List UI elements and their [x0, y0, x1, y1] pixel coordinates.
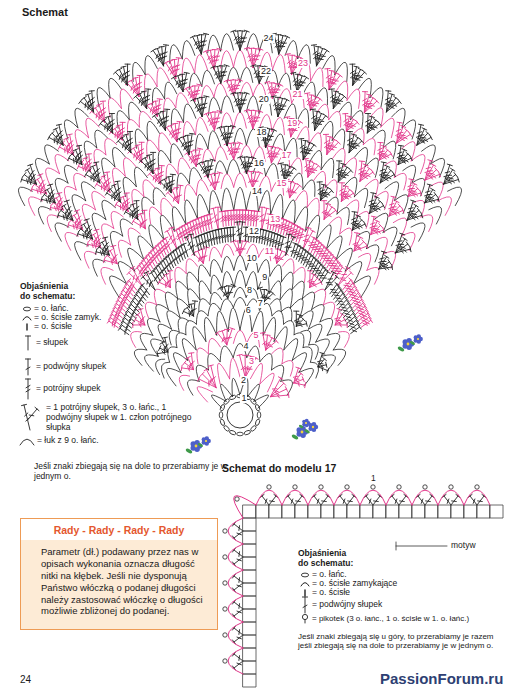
- chart-title: Schemat: [22, 6, 68, 19]
- flower-center: [205, 440, 207, 442]
- row-number: 1: [240, 394, 247, 403]
- row-number: 18: [255, 128, 267, 137]
- picot-stitch: [449, 485, 453, 489]
- chain-stitch: [219, 412, 223, 419]
- row-number: 7: [257, 299, 264, 308]
- chain-symbol: [23, 307, 30, 311]
- chain-stitch: [244, 430, 251, 436]
- legend-text: = podwójny słupek: [36, 362, 106, 372]
- legend-text: = podwójny słupek: [312, 600, 382, 610]
- tips-box: Rady - Rady - Rady - RadyParametr (dł.) …: [20, 518, 218, 630]
- row-number: 6: [245, 306, 252, 315]
- chain-stitch: [237, 432, 244, 436]
- flower-center: [417, 338, 419, 340]
- row-number: 23: [297, 59, 309, 68]
- chain-stitch: [250, 425, 257, 432]
- row-number: 9: [261, 273, 268, 282]
- chain-stitch: [223, 425, 230, 432]
- chain-stitch: [219, 404, 225, 411]
- chain-stitch: [219, 419, 225, 426]
- legend-text: = o. ścisłe: [312, 588, 350, 598]
- row-number: 14: [251, 187, 263, 196]
- flower-center: [305, 422, 307, 424]
- chain-stitch: [255, 404, 261, 411]
- row-number: 4: [243, 342, 250, 351]
- note-label: Objaśnienia do schematu:: [298, 549, 356, 569]
- picot-stitch: [475, 485, 479, 489]
- picot-stitch: [319, 485, 323, 489]
- row-number: 13: [269, 215, 281, 224]
- row-number: 10: [246, 254, 258, 263]
- picot-stitch: [267, 485, 271, 489]
- row-number: 20: [258, 95, 270, 104]
- note-label: Schemat do modelu 17: [222, 462, 336, 474]
- note-label: 1: [371, 474, 376, 484]
- row-number: 11: [264, 247, 275, 256]
- chain-stitch: [255, 419, 261, 426]
- picot-stitch: [223, 529, 227, 533]
- note-label: Jeśli znaki zbiegają się na dole to prze…: [34, 462, 234, 482]
- flower-petal: [417, 334, 421, 338]
- picot-stitch: [423, 485, 427, 489]
- row-number: 8: [246, 286, 253, 295]
- row-number: 16: [253, 159, 265, 168]
- picot-stitch: [345, 485, 349, 489]
- note-label: Objaśnienia do schematu:: [20, 282, 78, 302]
- row-number: 24: [263, 34, 275, 43]
- chart-strokes: [20, 30, 486, 670]
- box-heading: Rady - Rady - Rady - Rady: [21, 519, 217, 540]
- picot-stitch: [371, 485, 375, 489]
- legend-text: = o. ścisłe: [34, 322, 72, 332]
- row-number: 12: [248, 227, 260, 236]
- row-number: 3: [248, 357, 255, 366]
- picot-stitch: [223, 607, 227, 611]
- row-number: 17: [281, 151, 293, 160]
- chain-stitch: [250, 398, 257, 405]
- chart-strokes: [18, 34, 461, 409]
- picot-stitch: [397, 485, 401, 489]
- picot-stitch: [293, 485, 297, 489]
- chain-stitch: [229, 430, 236, 436]
- row-number: 15: [276, 179, 288, 188]
- chain-stitch: [223, 398, 230, 405]
- row-number: 19: [286, 119, 298, 128]
- chain-symbol: [301, 573, 308, 577]
- flower-petal: [205, 436, 209, 440]
- row-number: 21: [292, 90, 304, 99]
- note-label: Jeśli znaki zbiegają się u góry, to prze…: [298, 632, 498, 650]
- center-ring: [227, 402, 253, 428]
- picot-symbol: [302, 614, 307, 619]
- flower-center: [301, 431, 304, 434]
- note-label: 24: [20, 674, 31, 686]
- legend-text: = pikotek (3 o. łańc., 1 o. ścisłe w 1. …: [312, 614, 504, 623]
- note-label: motyw: [451, 541, 476, 551]
- watermark: PassionForum.ru: [380, 670, 503, 687]
- picot-stitch: [235, 497, 239, 501]
- box-body: Parametr (dł.) podawany przez nas w opis…: [21, 540, 217, 627]
- legend-text: = 1 potrójny słupek, 3 o. łańc., 1 podwó…: [46, 403, 194, 432]
- flower-center: [195, 445, 198, 448]
- flower-center: [407, 343, 410, 346]
- chart-strokes: [243, 505, 503, 687]
- flower-center: [312, 426, 314, 428]
- row-number: 5: [253, 331, 260, 340]
- flower-petal: [305, 419, 309, 423]
- legend-text: = słupek: [36, 338, 68, 348]
- picot-stitch: [223, 581, 227, 585]
- chart-strokes: [396, 542, 447, 550]
- picot-stitch: [223, 555, 227, 559]
- row-number: 2: [240, 376, 247, 385]
- legend-text: = potrójny słupek: [36, 384, 101, 394]
- legend-text: = łuk z 9 o. łańc.: [37, 436, 99, 446]
- picot-stitch: [223, 659, 227, 663]
- chain-stitch: [257, 412, 261, 419]
- picot-stitch: [223, 633, 227, 637]
- row-number: 22: [260, 67, 272, 76]
- flower-petal: [312, 422, 317, 427]
